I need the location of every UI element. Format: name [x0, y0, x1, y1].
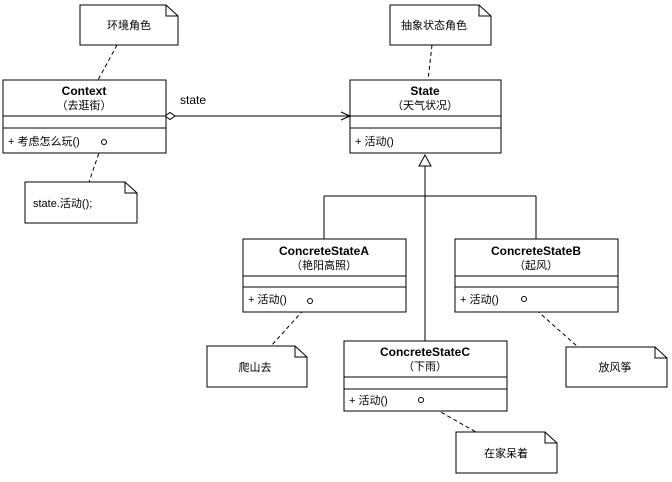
class-concrete-state-b: ConcreteStateB （起风） + 活动(): [454, 238, 619, 313]
class-concrete-state-a: ConcreteStateA （艳阳高照） + 活动(): [242, 238, 407, 313]
a-operation: + 活动(): [248, 293, 287, 306]
a-note-anchor-dot: [307, 298, 313, 304]
state-class-subtitle: （天气状况）: [392, 98, 458, 112]
state-role-anchor: [427, 44, 433, 81]
state-class-name: State: [410, 84, 440, 98]
c-note-anchor-dot: [418, 397, 424, 403]
note-state-role: 抽象状态角色: [389, 4, 492, 46]
c-operation: + 活动(): [349, 394, 388, 407]
note-b: 放风筝: [565, 346, 668, 388]
context-operation: + 考虑怎么玩(): [8, 134, 80, 148]
c-note-text: 在家呆着: [484, 446, 528, 460]
context-role-text: 环境角色: [107, 18, 151, 32]
b-class-name: ConcreteStateB: [491, 244, 581, 258]
context-class-subtitle: （去逛街）: [57, 98, 112, 112]
context-role-anchor: [97, 44, 118, 81]
b-note-anchor: [525, 300, 579, 348]
class-context: Context （去逛街） + 考虑怎么玩(): [2, 79, 167, 154]
note-context-op: state.活动();: [24, 181, 138, 224]
state-operation: + 活动(): [355, 135, 394, 148]
note-a: 爬山去: [206, 345, 308, 388]
context-op-text: state.活动();: [33, 197, 92, 210]
a-note-text: 爬山去: [239, 361, 272, 374]
class-concrete-state-c: ConcreteStateC （下雨） + 活动(): [343, 340, 508, 412]
note-context-role: 环境角色: [79, 4, 179, 46]
context-class-name: Context: [62, 84, 107, 98]
b-class-subtitle: （起风）: [514, 259, 558, 272]
state-role-text: 抽象状态角色: [401, 18, 467, 32]
b-note-anchor-dot: [521, 296, 527, 302]
context-op-anchor: [88, 146, 102, 183]
b-operation: + 活动(): [460, 293, 499, 306]
inheritance-triangle: [418, 153, 432, 167]
c-class-name: ConcreteStateC: [380, 345, 470, 359]
association-label: state: [180, 93, 206, 107]
class-state: State （天气状况） + 活动(): [349, 79, 502, 154]
a-class-subtitle: （艳阳高照）: [291, 258, 357, 272]
aggregation-diamond: [164, 111, 176, 121]
a-class-name: ConcreteStateA: [279, 244, 369, 258]
b-note-text: 放风筝: [599, 360, 632, 374]
note-c: 在家呆着: [455, 431, 558, 474]
c-class-subtitle: （下雨）: [403, 360, 447, 373]
context-op-note-anchor-dot: [101, 139, 107, 145]
